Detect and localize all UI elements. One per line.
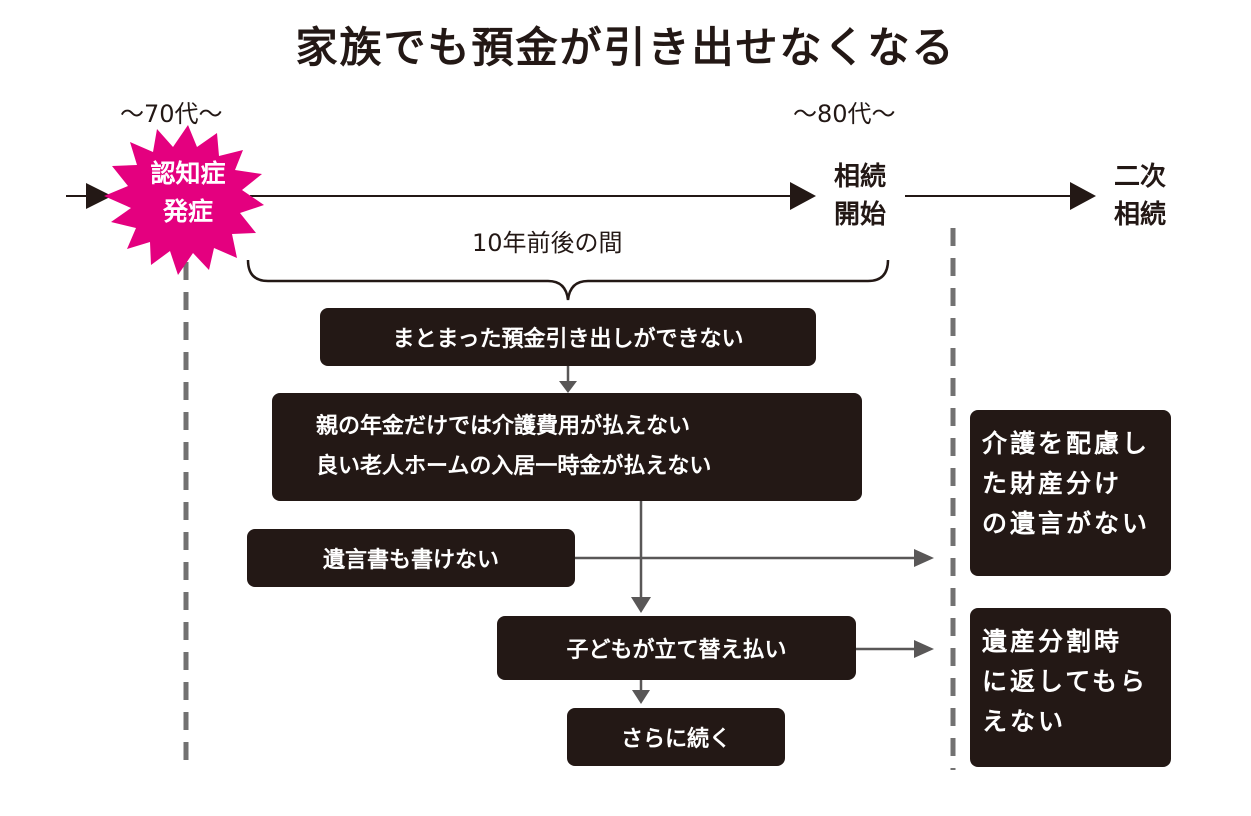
era-label-80s: 〜80代〜 [793, 100, 896, 128]
box-withdraw: まとまった預金引き出しができない [320, 308, 816, 366]
sidebox-no-refund-line-2: に返してもら [982, 667, 1149, 696]
flow-arrows [559, 364, 934, 704]
sidebox-no-care-will-line-2: た財産分け [982, 469, 1123, 498]
onset-label-line-2: 発症 [162, 197, 213, 226]
onset-burst [104, 125, 264, 275]
sidebox-no-care-will-line-1: 介護を配慮し [982, 429, 1151, 458]
box-continues: さらに続く [567, 708, 785, 766]
second-inheritance-line-2: 相続 [1113, 200, 1166, 230]
inheritance-start-line-1: 相続 [833, 162, 886, 192]
sidebox-no-care-will-line-3: の遺言がない [982, 509, 1151, 538]
box-care-costs: 親の年金だけでは介護費用が払えない 良い老人ホームの入居一時金が払えない [272, 393, 862, 501]
timeline-line [66, 182, 1096, 210]
box-no-will: 遺言書も書けない [247, 529, 575, 587]
span-brace [246, 259, 890, 301]
onset-label-line-1: 認知症 [150, 159, 226, 188]
onset-label: 認知症 発症 [128, 155, 248, 231]
sidebox-no-refund-line-1: 遺産分割時 [982, 627, 1123, 656]
span-label: 10年前後の間 [472, 229, 623, 257]
inheritance-start-label: 相続 開始 [812, 158, 908, 234]
inheritance-start-line-2: 開始 [833, 200, 886, 230]
sidebox-no-refund-line-3: えない [982, 707, 1067, 736]
box-care-costs-line-1: 親の年金だけでは介護費用が払えない [316, 414, 691, 439]
era-label-70s: 〜70代〜 [120, 100, 223, 128]
sidebox-no-refund: 遺産分割時 に返してもら えない [970, 608, 1171, 767]
box-care-costs-line-2: 良い老人ホームの入居一時金が払えない [316, 454, 712, 479]
second-inheritance-label: 二次 相続 [1092, 158, 1188, 234]
second-inheritance-line-1: 二次 [1113, 162, 1166, 192]
page-title: 家族でも預金が引き出せなくなる [295, 23, 956, 72]
sidebox-no-care-will: 介護を配慮し た財産分け の遺言がない [970, 410, 1171, 576]
box-children-pay: 子どもが立て替え払い [497, 616, 856, 680]
